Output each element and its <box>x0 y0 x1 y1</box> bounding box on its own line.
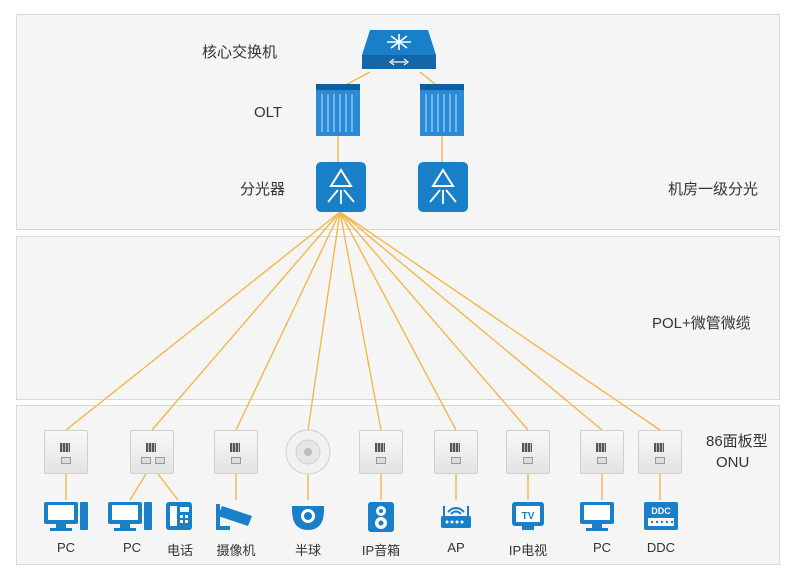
onu-panel <box>44 430 88 474</box>
cable-layer-panel <box>16 236 780 400</box>
speaker-icon <box>368 502 394 532</box>
device-label: PC <box>122 540 142 555</box>
device-label: IP电视 <box>508 543 548 558</box>
dome-camera-icon <box>292 506 324 530</box>
pc-icon <box>44 502 88 531</box>
fiber-line <box>339 211 603 431</box>
fiber-line <box>65 211 341 431</box>
fiber-line <box>307 211 341 431</box>
fiber-line <box>235 211 341 431</box>
onu-panel <box>434 430 478 474</box>
fiber-line <box>339 211 529 431</box>
onu-panel <box>359 430 403 474</box>
ap-icon <box>441 506 471 528</box>
device-label: AP <box>447 540 465 555</box>
core-switch-icon <box>362 30 436 69</box>
device-label: PC <box>56 540 76 555</box>
fiber-line <box>339 211 457 431</box>
onu-panel <box>130 430 174 474</box>
fiber-line <box>151 211 341 431</box>
core-switch-label: 核心交换机 <box>202 44 278 61</box>
onu-type-label: 86面板型 <box>706 433 768 450</box>
onu-panel <box>580 430 624 474</box>
dome-onu-icon <box>285 429 331 475</box>
room-splitting-label: 机房一级分光 <box>668 181 759 198</box>
ddc-icon-text: DDC <box>651 506 671 516</box>
tv-icon-text: TV <box>522 511 535 522</box>
fiber-line <box>339 211 661 431</box>
tv-icon: TV <box>512 502 544 530</box>
phone-icon <box>166 502 192 530</box>
device-label: 摄像机 <box>216 543 256 558</box>
onu-panel <box>506 430 550 474</box>
ddc-icon: DDC <box>644 502 678 530</box>
device-label: 半球 <box>294 543 321 558</box>
cable-label: POL+微管微缆 <box>652 315 751 332</box>
onu-label: ONU <box>716 454 750 471</box>
device-label: 电话 <box>166 543 193 558</box>
onu-panel <box>638 430 682 474</box>
splitter-label: 分光器 <box>240 181 286 198</box>
olt-label: OLT <box>254 104 283 121</box>
device-label: IP音箱 <box>361 543 401 558</box>
fiber-lines <box>65 211 661 431</box>
splitter-icon <box>418 162 468 212</box>
camera-icon <box>216 504 252 530</box>
splitter-icon <box>316 162 366 212</box>
device-label: PC <box>592 540 612 555</box>
pc-icon <box>580 502 614 531</box>
fiber-line <box>339 211 382 431</box>
olt-chassis-icon <box>316 84 360 136</box>
device-label: DDC <box>646 540 676 555</box>
olt-chassis-icon <box>420 84 464 136</box>
onu-panel <box>214 430 258 474</box>
pc-icon <box>108 502 152 531</box>
